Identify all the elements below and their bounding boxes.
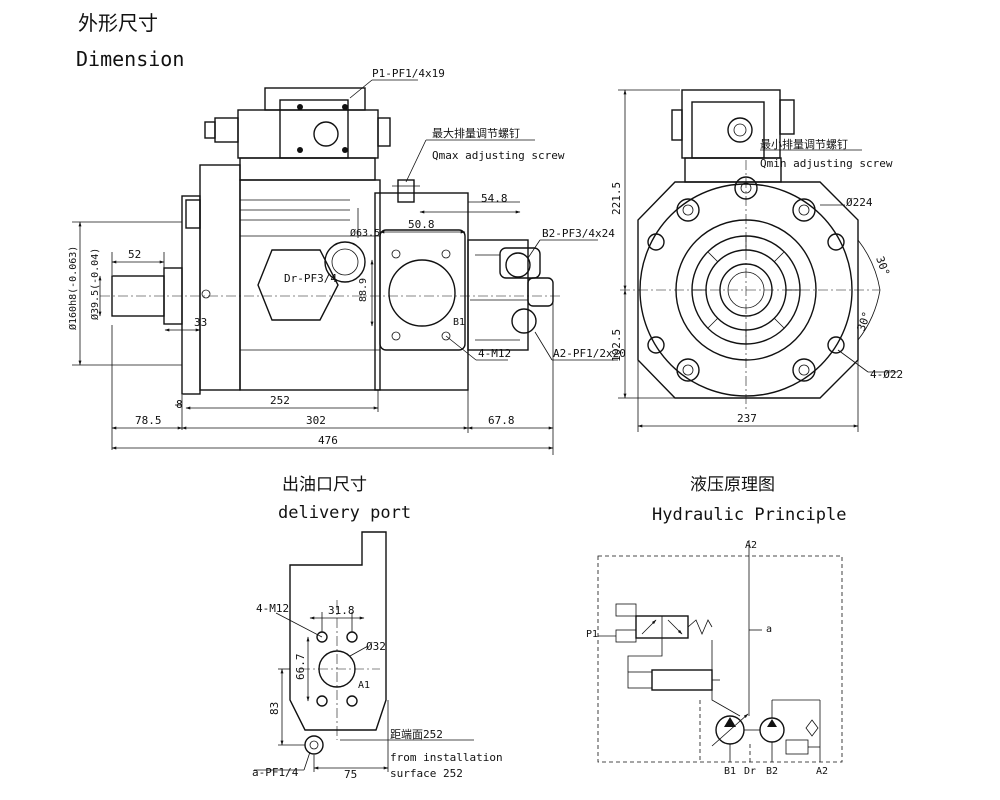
dim-252: 252 [270,394,290,407]
dia-160: Ø160h8(-0.063) [67,246,79,330]
hyd-label-a2-top: A2 [745,540,757,551]
dim-476: 476 [318,434,338,447]
title-delivery-en: delivery port [278,503,411,523]
dim-67-8: 67.8 [488,414,515,427]
dim-302: 302 [306,414,326,427]
a-port-circle [304,735,324,755]
label-from-install: from installation [390,751,503,764]
angle-30-top: 30° [873,255,892,278]
label-qmax-en: Qmax adjusting screw [432,149,565,162]
dim-66-7: 66.7 [294,654,307,681]
delivery-port-view: 31.8 4-M12 Ø32 66.7 A1 83 75 a-PF1/4 距端面… [252,531,503,781]
dia-32: Ø32 [366,640,386,653]
hyd-label-b1: B1 [724,766,736,777]
label-qmin-en: Qmin adjusting screw [760,157,893,170]
flange-block [199,164,241,391]
delivery-port-circle [388,259,456,327]
label-4-m12: 4-M12 [478,347,511,360]
dim-237: 237 [737,412,757,425]
gear-pump [467,239,529,351]
label-b2-port: B2-PF3/4x24 [542,227,615,240]
label-delivery-4-m12: 4-M12 [256,602,289,615]
hydraulic-boundary [597,555,843,763]
servo-piston [651,669,713,691]
hyd-label-a: a [766,624,772,635]
hyd-label-a2-bottom: A2 [816,766,828,777]
side-view: 52 33 Ø160h8(-0.063) Ø39.5(-0.04) 8 252 … [67,67,626,455]
dim-221-5: 221.5 [610,182,623,215]
dim-75: 75 [344,768,357,781]
relief-valve [785,739,809,755]
dim-83: 83 [268,702,281,715]
delivery-flange-outline [289,531,387,731]
dia-224: Ø224 [846,196,873,209]
dr-port [324,241,366,283]
dim-78-5: 78.5 [135,414,162,427]
label-qmin-cn: 最小排量调节螺钉 [760,137,848,151]
label-qmax-cn: 最大排量调节螺钉 [432,126,520,140]
front-housing [637,181,859,399]
label-dr-port: Dr-PF3/4 [284,272,337,285]
label-a2-port: A2-PF1/2x20 [553,347,626,360]
dim-33: 33 [194,316,207,329]
hydraulic-principle: A2 a P1 B1 Dr [586,540,843,777]
label-surface: surface 252 [390,767,463,780]
dim-50-8: 50.8 [408,218,435,231]
dia-39-5: Ø39.5(-0.04) [89,248,101,320]
front-flange [181,195,201,395]
bolt-holes [647,176,845,382]
qmax-screw [397,179,415,203]
title-main-cn: 外形尺寸 [78,11,158,35]
hyd-label-b2: B2 [766,766,778,777]
label-dist-cn: 距端面252 [390,728,443,741]
dim-31-8: 31.8 [328,604,355,617]
regulator-body [237,109,379,159]
dim-88-9: 88.9 [358,278,369,302]
label-a1: A1 [358,680,370,691]
port-flange [379,229,466,351]
dim-52: 52 [128,248,141,261]
dim-54-8: 54.8 [481,192,508,205]
label-a-port: a-PF1/4 [252,766,299,779]
title-hydraulic-cn: 液压原理图 [690,475,775,495]
dim-102-5: 102.5 [610,329,623,362]
label-p1-port: P1-PF1/4x19 [372,67,445,80]
regulator-top [264,87,366,111]
housing-boss [257,249,339,321]
dia-63-5: Ø63.5 [350,227,380,239]
label-4-d22: 4-Ø22 [870,368,903,381]
hyd-label-dr: Dr [744,766,756,777]
regulator-plug [313,121,339,147]
hyd-label-p1: P1 [586,629,598,640]
label-b1: B1 [453,317,465,328]
front-view: 221.5 102.5 237 Ø224 30° 30° 4-Ø22 最小排量调… [610,89,903,432]
angle-30-bottom: 30° [855,310,874,333]
title-hydraulic-en: Hydraulic Principle [652,505,846,525]
dim-8: 8 [176,398,183,411]
title-delivery-cn: 出油口尺寸 [282,475,367,495]
title-main-en: Dimension [76,47,184,71]
